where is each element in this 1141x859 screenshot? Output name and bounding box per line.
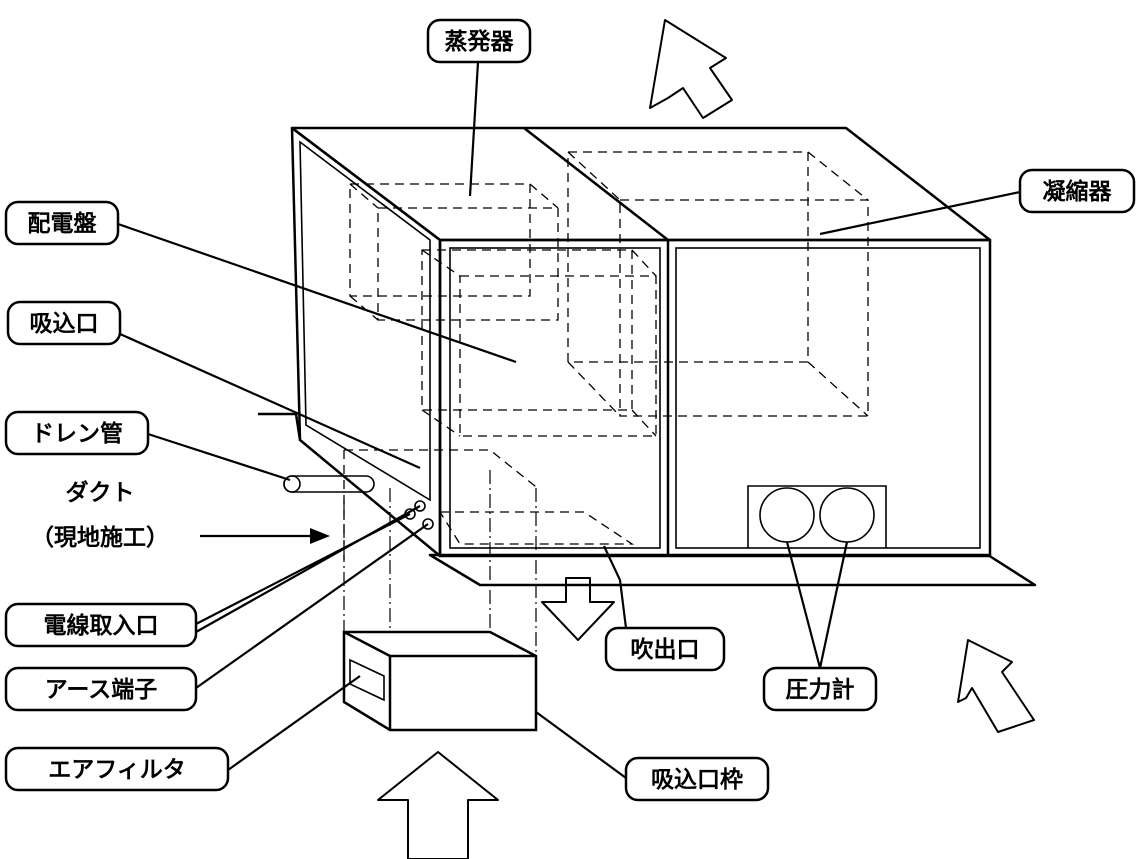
leader-earth-terminal bbox=[195, 523, 429, 689]
svg-text:電線取入口: 電線取入口 bbox=[44, 612, 159, 639]
drain-pipe bbox=[283, 475, 375, 493]
label-drain-pipe: ドレン管 bbox=[4, 410, 150, 456]
earth-terminal-hole bbox=[422, 518, 434, 530]
switchboard-hidden bbox=[421, 249, 657, 437]
label-intake: 吸込口 bbox=[6, 300, 122, 346]
svg-text:吹出口: 吹出口 bbox=[631, 637, 700, 663]
svg-text:配電盤: 配電盤 bbox=[28, 210, 98, 237]
label-duct: ダクト （現地施工） bbox=[31, 479, 169, 551]
svg-text:吸込口: 吸込口 bbox=[30, 311, 99, 337]
svg-text:吸込口枠: 吸込口枠 bbox=[651, 767, 743, 793]
cabinet bbox=[290, 126, 992, 558]
svg-text:ドレン管: ドレン管 bbox=[31, 420, 123, 447]
leader-drain-pipe bbox=[147, 432, 291, 482]
label-switchboard: 配電盤 bbox=[4, 200, 120, 246]
svg-text:エアフィルタ: エアフィルタ bbox=[48, 757, 186, 783]
intake-hidden bbox=[343, 449, 541, 560]
condenser-hidden bbox=[567, 151, 869, 417]
label-condenser: 凝縮器 bbox=[1018, 168, 1136, 214]
svg-text:ダクト: ダクト bbox=[66, 479, 135, 506]
leader-air-filter bbox=[227, 675, 361, 771]
svg-text:（現地施工）: （現地施工） bbox=[31, 524, 169, 551]
airflow-arrow-top bbox=[649, 19, 733, 119]
leader-condenser bbox=[819, 190, 1021, 236]
base-plate-outline bbox=[428, 553, 1037, 587]
airflow-arrow-right bbox=[957, 639, 1035, 733]
leader-pressure-gauge-right bbox=[818, 541, 849, 669]
svg-text:圧力計: 圧力計 bbox=[786, 676, 855, 703]
svg-text:凝縮器: 凝縮器 bbox=[1043, 178, 1113, 205]
label-intake-frame: 吸込口枠 bbox=[624, 756, 770, 802]
base-plate bbox=[258, 412, 302, 441]
svg-text:アース端子: アース端子 bbox=[45, 677, 157, 703]
label-air-filter: エアフィルタ bbox=[4, 746, 230, 792]
leader-intake-frame bbox=[535, 711, 627, 779]
wire-inlet-hole-2 bbox=[414, 500, 426, 512]
leader-pressure-gauge-left bbox=[785, 541, 822, 669]
leader-intake bbox=[119, 332, 421, 470]
intake-frame-box bbox=[342, 630, 538, 732]
leader-evaporator bbox=[468, 61, 480, 197]
leader-outlet bbox=[603, 545, 628, 629]
airflow-arrow-bottom bbox=[377, 751, 499, 859]
label-evaporator: 蒸発器 bbox=[426, 18, 532, 64]
leader-wire-inlet-2 bbox=[195, 505, 421, 633]
evaporator-hidden bbox=[349, 183, 559, 321]
outlet-arrow-down bbox=[541, 577, 615, 641]
label-wire-inlet: 電線取入口 bbox=[4, 602, 198, 648]
label-outlet: 吹出口 bbox=[604, 626, 726, 672]
pressure-gauge-left bbox=[759, 487, 815, 543]
pressure-gauge-right bbox=[819, 487, 875, 543]
duct-pointer-arrow bbox=[200, 528, 330, 544]
air-filter-slot bbox=[349, 658, 385, 702]
label-earth-terminal: アース端子 bbox=[4, 666, 198, 712]
leader-switchboard bbox=[117, 222, 517, 364]
svg-text:蒸発器: 蒸発器 bbox=[445, 29, 515, 55]
label-pressure-gauge: 圧力計 bbox=[762, 666, 878, 712]
